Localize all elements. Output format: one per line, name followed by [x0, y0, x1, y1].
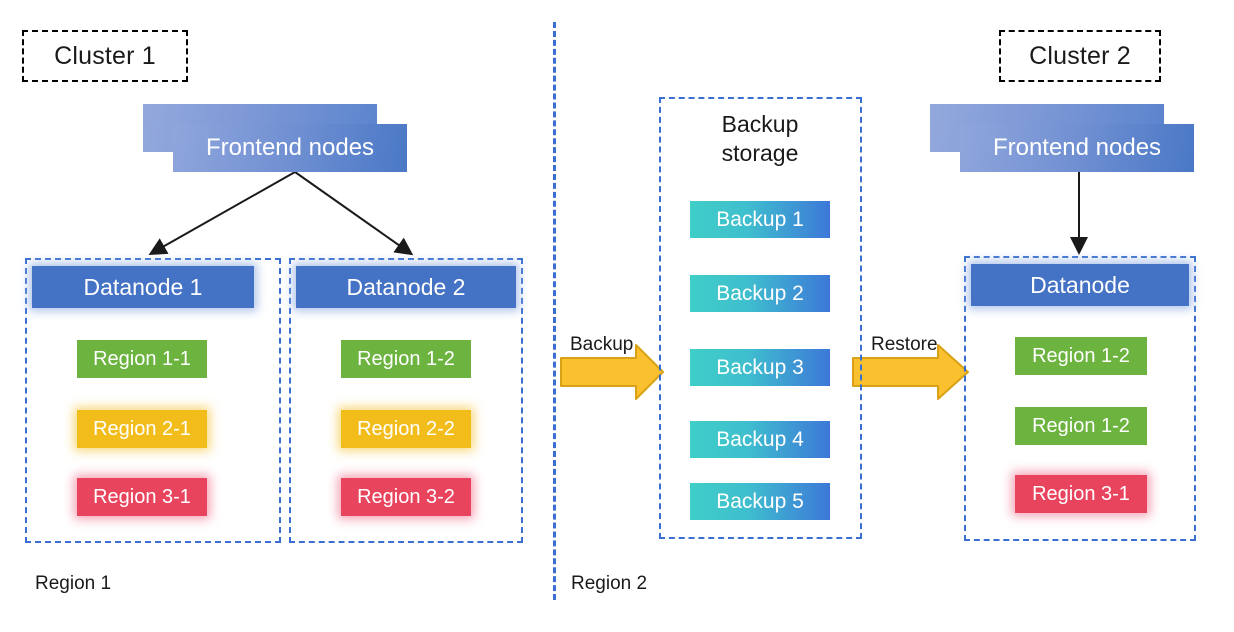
- backup-flow-label: Backup: [570, 334, 633, 356]
- cluster1-frontend-stack[interactable]: Frontend nodes: [143, 104, 413, 176]
- datanode2-region-2[interactable]: Region 2-2: [341, 410, 471, 448]
- datanode1-region-3[interactable]: Region 3-1: [77, 478, 207, 516]
- datanode1-header[interactable]: Datanode 1: [32, 266, 254, 308]
- backup-storage-container[interactable]: [659, 97, 862, 539]
- backup-item-3-label: Backup 3: [716, 355, 804, 379]
- backup-item-2[interactable]: Backup 2: [690, 275, 830, 312]
- region2-bottom-label-text: Region 2: [571, 573, 648, 594]
- backup-item-5-label: Backup 5: [716, 489, 804, 513]
- cluster2-region-2-label: Region 1-2: [1032, 414, 1130, 437]
- backup-storage-title: Backup storage: [660, 110, 860, 168]
- cluster1-frontend-label: Frontend nodes: [205, 134, 375, 161]
- datanode1-region-1[interactable]: Region 1-1: [77, 340, 207, 378]
- cluster2-region-1-label: Region 1-2: [1032, 344, 1130, 367]
- cluster2-datanode-header-label: Datanode: [1030, 271, 1130, 298]
- backup-item-4[interactable]: Backup 4: [690, 421, 830, 458]
- backup-item-1[interactable]: Backup 1: [690, 201, 830, 238]
- datanode2-region-2-label: Region 2-2: [357, 417, 455, 440]
- backup-storage-title-line2: storage: [721, 139, 799, 166]
- cluster1-title-label: Cluster 1: [54, 41, 156, 70]
- region2-bottom-label: Region 2: [571, 573, 647, 595]
- datanode1-region-2[interactable]: Region 2-1: [77, 410, 207, 448]
- backup-flow-label-text: Backup: [570, 334, 634, 355]
- backup-item-2-label: Backup 2: [716, 281, 804, 305]
- region1-bottom-label-text: Region 1: [35, 573, 112, 594]
- cluster2-frontend-front-panel[interactable]: Frontend nodes: [960, 124, 1194, 172]
- cluster2-region-3-label: Region 3-1: [1032, 482, 1130, 505]
- datanode1-header-label: Datanode 1: [83, 273, 203, 300]
- datanode2-region-1[interactable]: Region 1-2: [341, 340, 471, 378]
- datanode1-region-3-label: Region 3-1: [93, 485, 191, 508]
- datanode1-region-2-label: Region 2-1: [93, 417, 191, 440]
- datanode1-region-1-label: Region 1-1: [93, 347, 191, 370]
- cluster2-title-label: Cluster 2: [1029, 41, 1131, 70]
- restore-flow-label-text: Restore: [871, 334, 938, 355]
- backup-item-4-label: Backup 4: [716, 427, 804, 451]
- cluster2-frontend-stack[interactable]: Frontend nodes: [930, 104, 1200, 176]
- datanode2-header-label: Datanode 2: [346, 273, 466, 300]
- connector-frontend-to-datanode2: [294, 171, 414, 256]
- cluster2-datanode-header[interactable]: Datanode: [971, 264, 1189, 306]
- cluster2-datanode-container[interactable]: [964, 256, 1196, 541]
- backup-item-1-label: Backup 1: [716, 207, 804, 231]
- datanode2-region-3-label: Region 3-2: [357, 485, 455, 508]
- cluster2-title-chip: Cluster 2: [999, 30, 1161, 82]
- cluster1-title-chip: Cluster 1: [22, 30, 188, 82]
- datanode2-region-1-label: Region 1-2: [357, 347, 455, 370]
- cluster2-region-1[interactable]: Region 1-2: [1015, 337, 1147, 375]
- backup-item-5[interactable]: Backup 5: [690, 483, 830, 520]
- datanode1-container[interactable]: [25, 258, 281, 543]
- backup-item-3[interactable]: Backup 3: [690, 349, 830, 386]
- backup-storage-title-line1: Backup: [721, 111, 799, 137]
- restore-flow-label: Restore: [871, 334, 938, 356]
- datanode2-container[interactable]: [289, 258, 523, 543]
- region-divider: [553, 22, 556, 600]
- connector-frontend-to-datanode1: [148, 171, 296, 255]
- cluster1-frontend-front-panel[interactable]: Frontend nodes: [173, 124, 407, 172]
- cluster2-region-2[interactable]: Region 1-2: [1015, 407, 1147, 445]
- datanode2-header[interactable]: Datanode 2: [296, 266, 516, 308]
- region1-bottom-label: Region 1: [35, 573, 111, 595]
- cluster2-region-3[interactable]: Region 3-1: [1015, 475, 1147, 513]
- cluster2-frontend-label: Frontend nodes: [992, 134, 1162, 161]
- datanode2-region-3[interactable]: Region 3-2: [341, 478, 471, 516]
